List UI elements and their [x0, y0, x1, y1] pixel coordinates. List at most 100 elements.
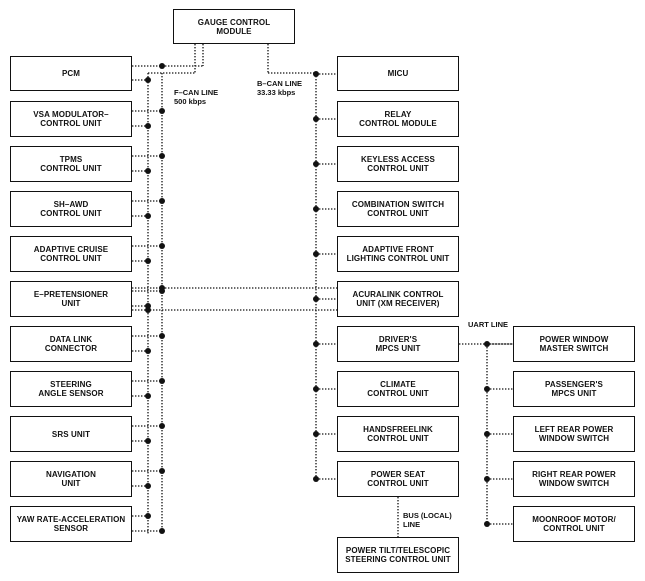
box-pass-line: MPCS UNIT: [551, 389, 597, 398]
box-micu-line: MICU: [387, 69, 409, 78]
junction-dot: [145, 483, 151, 489]
junction-dot: [313, 431, 319, 437]
box-epre-line: UNIT: [61, 299, 81, 308]
junction-dot: [313, 386, 319, 392]
junction-dot: [159, 528, 165, 534]
junction-dot: [313, 161, 319, 167]
junction-dot: [313, 341, 319, 347]
box-yaw-line: YAW RATE-ACCELERATION: [16, 515, 126, 524]
box-pwms-line: POWER WINDOW: [539, 335, 609, 344]
junction-dot: [313, 251, 319, 257]
box-rrpw-line: WINDOW SWITCH: [538, 479, 610, 488]
junction-dot: [313, 296, 319, 302]
box-ptilt-line: STEERING CONTROL UNIT: [345, 555, 451, 564]
box-moon: MOONROOF MOTOR/CONTROL UNIT: [513, 506, 635, 542]
box-yaw-line: SENSOR: [53, 524, 89, 533]
label-bcan-line: 33.33 kbps: [257, 87, 296, 97]
box-navi-line: UNIT: [61, 479, 81, 488]
junction-dot: [159, 468, 165, 474]
box-dlc-line: DATA LINK: [49, 335, 93, 344]
box-tpms-line: TPMS: [59, 155, 83, 164]
junction-dot: [145, 123, 151, 129]
box-tpms-line: CONTROL UNIT: [40, 164, 102, 173]
junction-dot: [159, 153, 165, 159]
junction-dot: [313, 476, 319, 482]
box-driver-line: DRIVER'S: [378, 335, 418, 344]
box-gauge-line: GAUGE CONTROL: [197, 17, 271, 27]
box-driver-line: MPCS UNIT: [375, 344, 421, 353]
box-pass-line: PASSENGER'S: [545, 380, 603, 389]
label-fcan-line: F–CAN LINE: [174, 88, 219, 97]
label-fcan-line: 500 kbps: [174, 96, 207, 106]
junction-dot: [159, 243, 165, 249]
box-relay-line: CONTROL MODULE: [359, 119, 437, 128]
box-relay-line: RELAY: [384, 110, 412, 119]
box-vsa: VSA MODULATOR–CONTROL UNIT: [10, 101, 132, 137]
box-lrpw-line: LEFT REAR POWER: [534, 425, 614, 434]
box-shawd-line: SH–AWD: [53, 200, 89, 209]
junction-dot: [159, 285, 165, 291]
junction-dot: [145, 348, 151, 354]
box-moon-line: MOONROOF MOTOR/: [532, 515, 616, 524]
label-uart-line: UART LINE: [468, 320, 508, 329]
box-dlc-line: CONNECTOR: [44, 344, 98, 353]
box-keyless-line: KEYLESS ACCESS: [360, 155, 435, 164]
junction-dot: [145, 438, 151, 444]
junction-dot: [484, 341, 490, 347]
junction-dot: [484, 386, 490, 392]
box-acuralink-line: ACURALINK CONTROL: [352, 290, 444, 299]
box-pwms-line: MASTER SWITCH: [539, 344, 609, 353]
junction-dot: [159, 423, 165, 429]
box-vsa-line: CONTROL UNIT: [40, 119, 102, 128]
box-navi-line: NAVIGATION: [45, 470, 97, 479]
box-afl-line: LIGHTING CONTROL UNIT: [346, 254, 450, 263]
box-keyless-line: CONTROL UNIT: [367, 164, 429, 173]
label-uart: UART LINE: [468, 320, 508, 330]
box-steer-line: ANGLE SENSOR: [38, 389, 104, 398]
box-lrpw-line: WINDOW SWITCH: [538, 434, 610, 443]
box-climate-line: CLIMATE: [380, 380, 416, 389]
junction-dot: [159, 333, 165, 339]
junction-dot: [145, 393, 151, 399]
junction-dot: [313, 116, 319, 122]
junction-dot: [145, 307, 151, 313]
box-srs: SRS UNIT: [10, 416, 132, 452]
box-moon-line: CONTROL UNIT: [543, 524, 605, 533]
box-rrpw-line: RIGHT REAR POWER: [532, 470, 616, 479]
box-pcm: PCM: [10, 56, 132, 91]
junction-dot: [159, 63, 165, 69]
box-hfl-line: HANDSFREELINK: [363, 425, 433, 434]
junction-dot: [145, 168, 151, 174]
junction-dot: [145, 258, 151, 264]
box-pcm-line: PCM: [61, 69, 81, 78]
box-steer-line: STEERING: [50, 380, 92, 389]
box-acc-line: ADAPTIVE CRUISE: [33, 245, 109, 254]
box-afl-line: ADAPTIVE FRONT: [362, 245, 434, 254]
label-bus-line: BUS (LOCAL): [403, 511, 452, 520]
box-gauge-line: MODULE: [216, 26, 252, 36]
box-hfl-line: CONTROL UNIT: [367, 434, 429, 443]
box-vsa-line: VSA MODULATOR–: [33, 110, 109, 119]
